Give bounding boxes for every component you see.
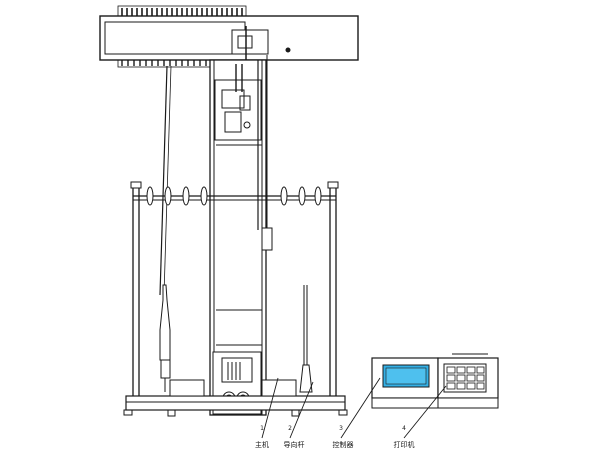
top-cross-beam <box>99 5 359 68</box>
probe <box>159 284 171 392</box>
left-cable <box>159 65 172 296</box>
callout-1: 1 主机 <box>255 425 269 449</box>
main-column <box>209 55 273 416</box>
callout-3-number: 3 <box>339 425 343 432</box>
callout-1-number: 1 <box>260 425 264 432</box>
guide-rod-frame <box>123 181 348 417</box>
callout-3-label: 控制器 <box>333 440 354 449</box>
callout-4-label: 打印机 <box>394 440 415 449</box>
callout-2-label: 导向杆 <box>284 440 305 449</box>
printer-unit <box>437 353 499 409</box>
callout-3: 3 控制器 <box>333 425 354 449</box>
callout-2: 2 导向杆 <box>284 425 305 449</box>
callout-1-label: 主机 <box>255 440 269 449</box>
controller-unit <box>371 357 439 409</box>
callout-2-number: 2 <box>288 425 292 432</box>
callout-leaders <box>261 377 447 439</box>
callout-4: 4 打印机 <box>394 425 415 449</box>
callout-4-number: 4 <box>402 425 406 432</box>
beam-fins-top <box>121 8 243 16</box>
